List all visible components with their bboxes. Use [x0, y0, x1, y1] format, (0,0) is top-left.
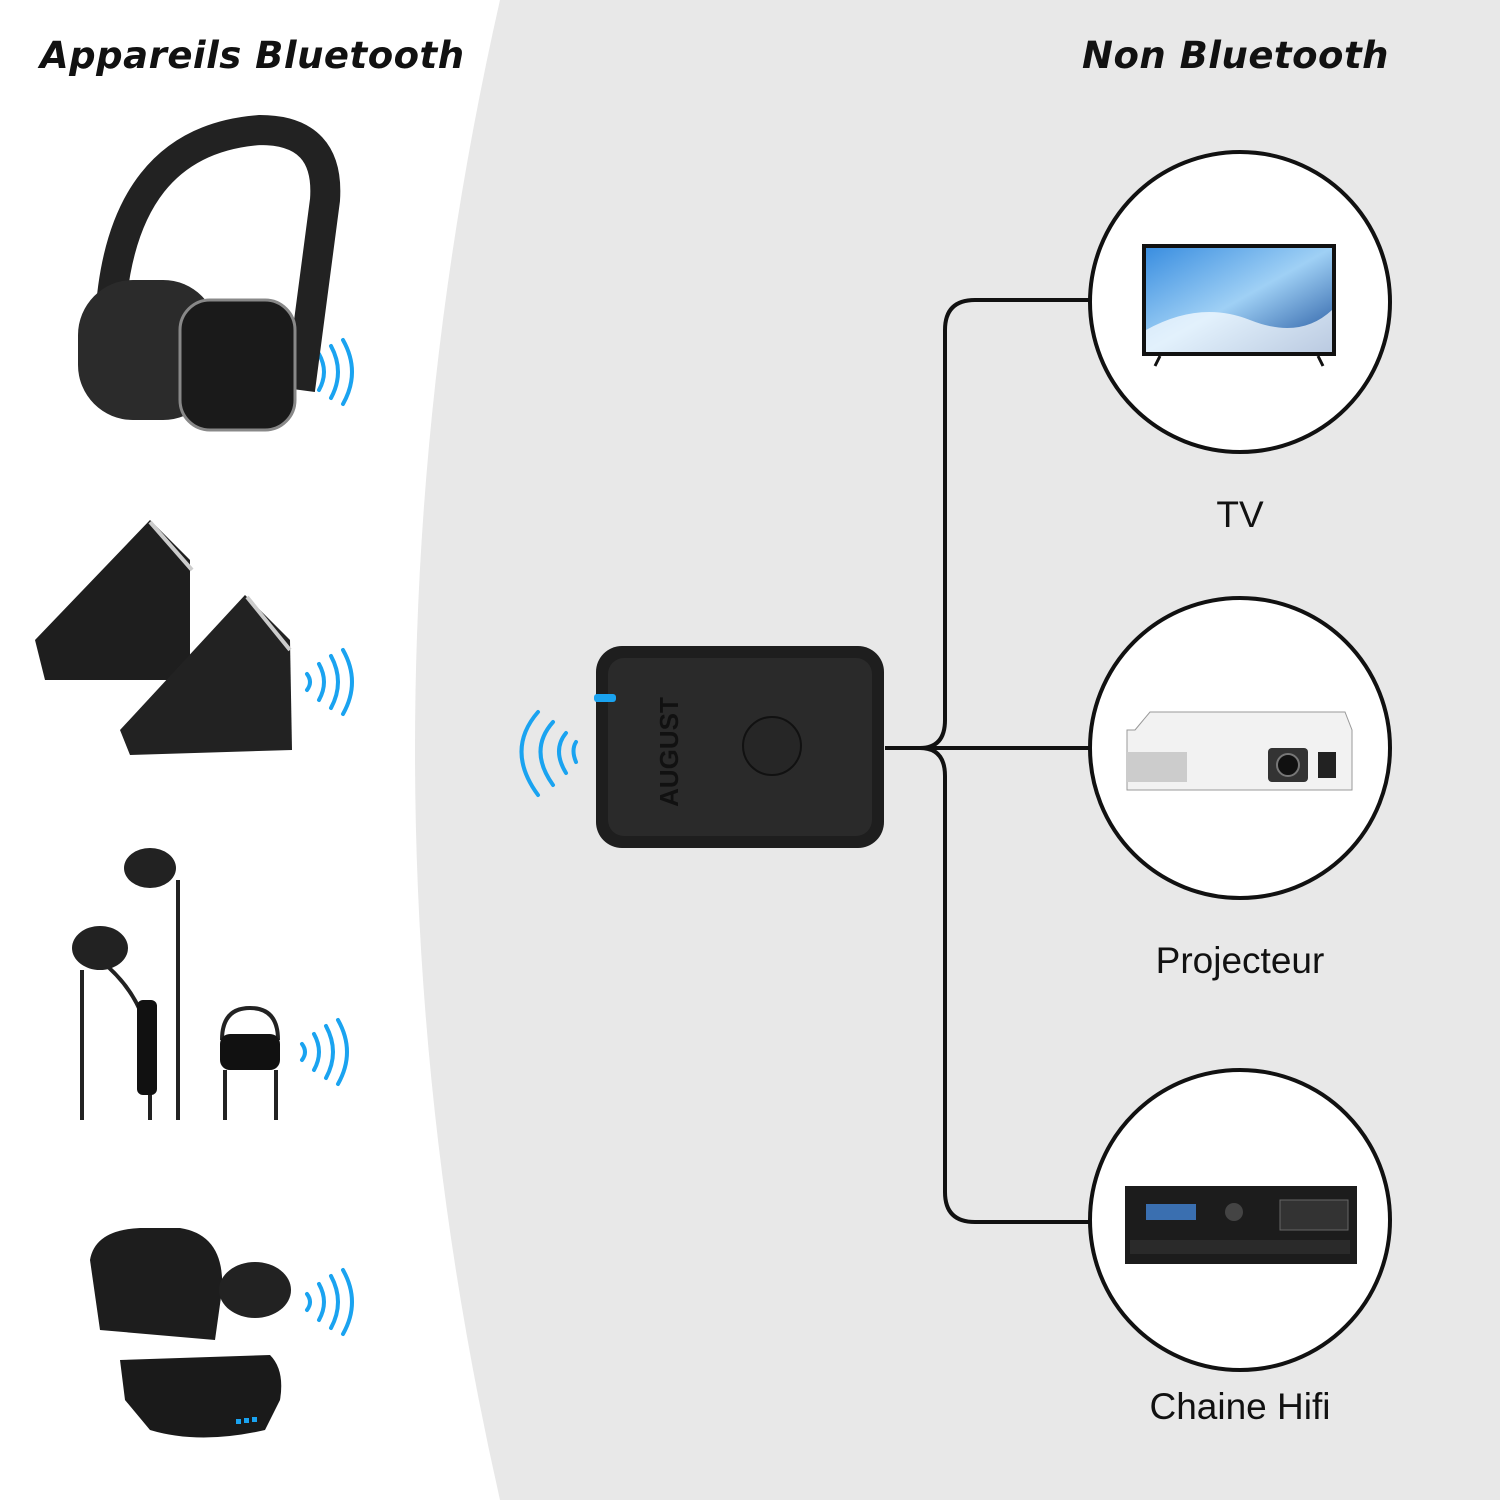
transmitter-device: AUGUST: [594, 646, 884, 848]
label-tv: TV: [1216, 494, 1264, 535]
hifi-circle: [1088, 1068, 1392, 1372]
earbuds-wave-icon: [305, 1268, 354, 1336]
pair-button: [742, 716, 802, 776]
headphones-icon: [78, 114, 341, 432]
hifi-system-icon: [1125, 1186, 1357, 1264]
earbuds-case-icon: [90, 1228, 291, 1438]
tv-icon: [1142, 244, 1336, 367]
speakers-wave-icon: [305, 648, 354, 716]
label-hifi: Chaine Hifi: [1149, 1386, 1331, 1427]
brand-logo: AUGUST: [654, 697, 684, 807]
connector-lines: [885, 298, 1090, 1224]
heading-non-bluetooth: Non Bluetooth: [1082, 34, 1389, 77]
tv-circle: [1088, 150, 1392, 454]
projector-icon: [1126, 711, 1353, 791]
label-projector: Projecteur: [1155, 940, 1325, 981]
heading-bluetooth-devices: Appareils Bluetooth: [40, 34, 465, 77]
earphones-icon: [72, 848, 280, 1120]
projector-circle: [1088, 596, 1392, 900]
transmitter-wave-icon: [519, 710, 578, 797]
earphones-wave-icon: [300, 1018, 349, 1086]
speakers-icon: [35, 520, 292, 755]
status-led: [594, 694, 616, 702]
